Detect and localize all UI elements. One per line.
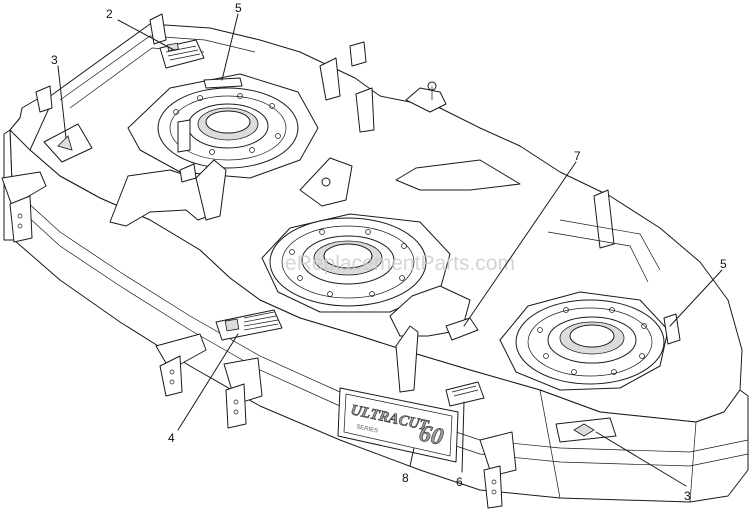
- decal-chamber-rear: [203, 77, 243, 89]
- decal-warning-rear: [159, 39, 205, 69]
- decal-chamber-right: [663, 313, 681, 345]
- decal-warning-triangle-left: [43, 123, 93, 163]
- decal-warning-front: [215, 309, 283, 341]
- leader-lines: [57, 13, 723, 487]
- decal-brand-right: [555, 417, 617, 443]
- callout-5-right: 5: [720, 257, 727, 271]
- watermark: eReplacementParts.com: [285, 252, 515, 275]
- callout-7: 7: [574, 149, 581, 163]
- callout-2: 2: [106, 7, 113, 21]
- callout-3-left: 3: [51, 53, 58, 67]
- deck-front-skirt: [9, 117, 749, 503]
- logo-size-text: 60: [417, 420, 446, 450]
- logo-series-text: SERIES: [356, 424, 379, 434]
- front-hitch-brackets: [1, 171, 517, 509]
- callout-6: 6: [456, 475, 463, 489]
- decal-front-small: [445, 381, 485, 407]
- spindle-right: [499, 291, 669, 391]
- callout-5-rear: 5: [235, 1, 242, 15]
- callout-4: 4: [168, 431, 175, 445]
- ultracut-logo-plate: ULTRACUT 60 SERIES: [337, 387, 459, 463]
- spindle-center: [261, 213, 451, 313]
- callout-8: 8: [402, 471, 409, 485]
- callout-3-right: 3: [684, 489, 691, 503]
